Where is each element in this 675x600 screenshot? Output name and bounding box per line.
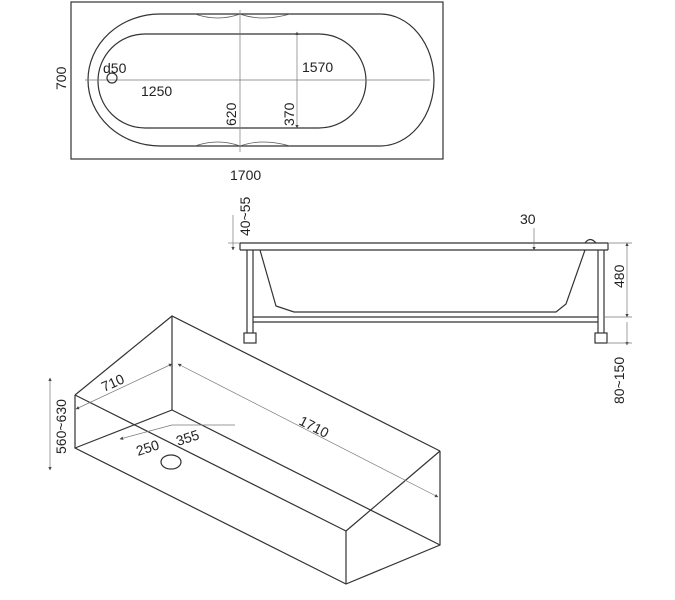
- label-height: 480: [611, 264, 627, 288]
- label-niche-length: 1710: [297, 412, 332, 440]
- label-half-width: 370: [281, 102, 297, 126]
- label-drain-y: 355: [174, 426, 201, 449]
- niche-drain: [160, 454, 182, 470]
- label-niche-width: 710: [99, 371, 127, 395]
- dim-drain-x: [119, 424, 173, 440]
- label-tub-height: 700: [53, 66, 69, 90]
- label-rim-range: 40~55: [237, 196, 253, 236]
- tub-outer-bowl: [87, 13, 435, 147]
- label-drain: d50: [103, 60, 127, 76]
- dim-niche-width: [75, 363, 173, 410]
- niche-floor: [74, 409, 441, 546]
- side-view: 40~55 30 480 80~150: [228, 196, 632, 404]
- drain-circle: [106, 72, 118, 84]
- label-inner-length: 1250: [141, 83, 172, 99]
- label-drain-x: 250: [134, 436, 161, 459]
- dim-niche-length: [177, 363, 439, 498]
- foot-right: [594, 332, 608, 344]
- tub-inner-bowl: [97, 33, 367, 129]
- label-leg-range: 80~150: [611, 357, 627, 404]
- label-outer-length: 1570: [302, 59, 333, 75]
- label-niche-height: 560~630: [53, 399, 69, 454]
- niche-view: 710 1710 560~630 250 355: [48, 315, 441, 585]
- label-inner-width: 620: [223, 102, 239, 126]
- top-view: d50 1570 1250 620 370 700 1700: [53, 1, 444, 183]
- label-rim-thickness: 30: [520, 211, 536, 227]
- overflow-knob: [584, 238, 597, 244]
- tub-body: [259, 249, 586, 313]
- tub-outer-rect: [70, 1, 444, 160]
- foot-left: [243, 332, 257, 344]
- label-tub-width: 1700: [230, 167, 261, 183]
